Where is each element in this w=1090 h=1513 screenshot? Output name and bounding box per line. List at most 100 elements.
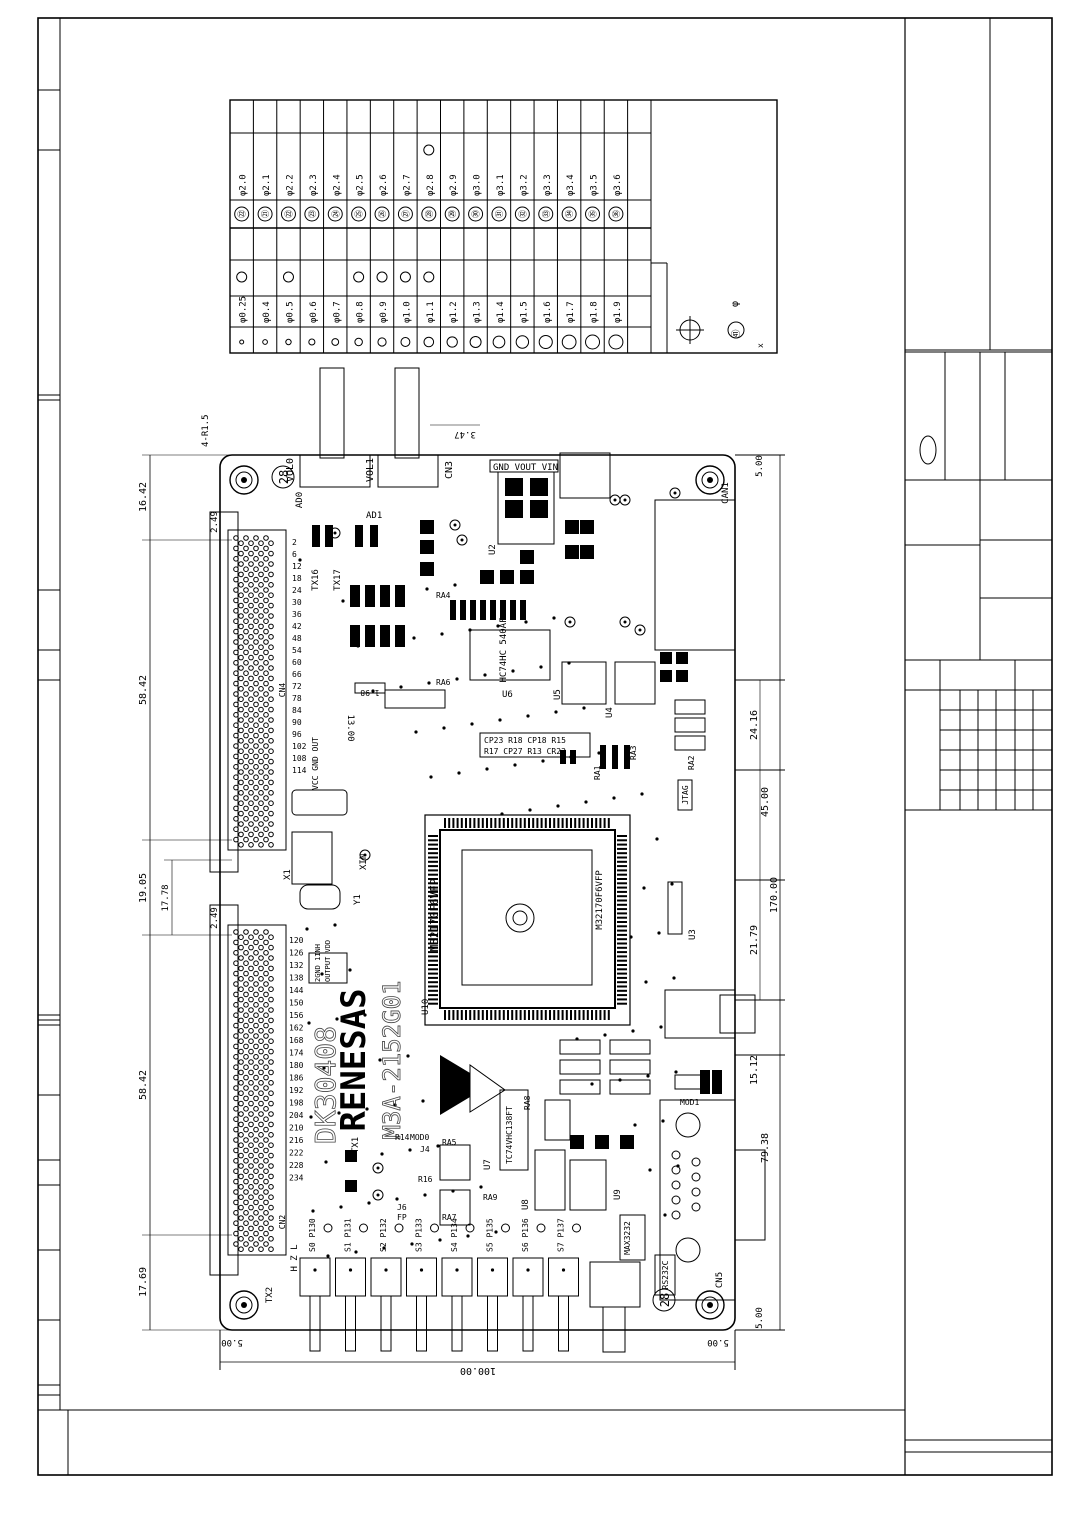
mcu-pin — [428, 912, 438, 915]
switch-testpoint-icon — [323, 1223, 333, 1233]
mcu-pin — [519, 818, 522, 828]
smd-component — [595, 1135, 609, 1149]
drill-symbol-icon — [515, 335, 530, 349]
header-pin — [238, 842, 244, 848]
mcu-pin — [617, 903, 627, 906]
mcu-pin — [473, 1010, 476, 1020]
smd-component — [350, 585, 360, 607]
drill-symbol-icon — [239, 339, 245, 345]
u2-label: U2 — [488, 544, 498, 555]
pcb-board: 28 28 2612182430364248546066727884909610… — [209, 367, 766, 1353]
drill-number: ㉒ — [284, 210, 293, 218]
switch-actuator — [558, 1295, 569, 1352]
header-pin — [263, 1147, 269, 1154]
header-pin — [233, 639, 239, 645]
header-pin — [258, 644, 264, 651]
header-pin — [268, 1028, 274, 1034]
header-pin — [268, 1007, 274, 1013]
header-pin — [258, 634, 264, 640]
header-pin — [253, 1220, 259, 1226]
header-pin — [233, 628, 239, 635]
via — [408, 1148, 412, 1152]
header-pin — [263, 701, 269, 708]
header-pin — [253, 587, 259, 593]
header-pin — [233, 1012, 239, 1019]
drill-number: ㉙ — [448, 210, 457, 218]
pin-number: 36 — [292, 610, 302, 619]
mcu-pin — [502, 1010, 505, 1020]
header-pin — [233, 1199, 239, 1206]
header-pin — [233, 826, 239, 833]
mcu-pin — [617, 929, 627, 932]
header-pin — [263, 556, 269, 562]
header-pin — [253, 836, 259, 843]
header-pin — [268, 644, 274, 651]
header-pin — [268, 1142, 274, 1148]
dim-5-00-right: 5.00 — [707, 1337, 729, 1347]
ad1-label: AD1 — [366, 511, 382, 521]
header-pin — [248, 602, 254, 609]
header-pin — [258, 831, 264, 838]
header-pin — [253, 1126, 259, 1133]
header-pin — [233, 970, 239, 977]
mcu-pin — [553, 1010, 556, 1020]
header-pin — [233, 566, 239, 573]
header-pin — [238, 654, 244, 661]
header-pin — [263, 981, 269, 987]
header-pin — [243, 1002, 249, 1008]
mcu-pin — [519, 1010, 522, 1020]
mcu-pin — [617, 843, 627, 846]
header-pin — [268, 748, 274, 755]
j6-label: J6 — [397, 1203, 407, 1212]
mcu-pin — [490, 818, 493, 828]
mcu-pin — [428, 933, 438, 936]
via — [575, 1037, 579, 1041]
header-pin — [268, 1017, 274, 1024]
smd-component — [380, 585, 390, 607]
dip-switch — [441, 1257, 473, 1297]
mcu-pin — [582, 818, 585, 828]
header-pin — [268, 582, 274, 588]
switch-actuator — [522, 1295, 534, 1352]
header-pin — [253, 576, 259, 583]
ra3-label: RA3 — [629, 745, 638, 760]
switch-actuator — [451, 1295, 463, 1352]
mcu-pin — [536, 1010, 539, 1020]
header-pin — [253, 950, 259, 956]
via — [363, 1013, 367, 1017]
header-pin — [248, 934, 254, 941]
mcu-pin — [523, 818, 526, 828]
via — [642, 886, 646, 890]
pin-number: 12 — [292, 562, 302, 571]
header-pin — [248, 748, 254, 755]
header-pin — [243, 939, 249, 946]
header-pin — [253, 1043, 259, 1050]
via — [425, 587, 429, 591]
header-pin — [243, 545, 249, 552]
header-pin — [268, 623, 274, 630]
header-pin — [233, 680, 239, 687]
mcu-pin — [456, 818, 459, 828]
mcu-pin — [544, 818, 547, 828]
via — [322, 1066, 326, 1070]
header-pin — [243, 618, 249, 625]
header-pin — [268, 727, 274, 734]
header-pin — [263, 950, 269, 956]
drill-number-icon — [234, 206, 250, 222]
header-pin — [243, 1199, 249, 1206]
header-pin — [233, 691, 239, 697]
header-pin — [258, 1215, 264, 1221]
via — [410, 1242, 414, 1246]
pin-number: 132 — [289, 961, 304, 970]
header-pin — [243, 1210, 249, 1216]
header-pin — [268, 602, 274, 609]
header-pin — [233, 939, 239, 946]
header-pin — [233, 795, 239, 801]
mcu-pin — [486, 1010, 488, 1020]
header-pin — [248, 1090, 254, 1096]
dim-100-00: 100.00 — [460, 1365, 496, 1376]
header-pin — [253, 1230, 259, 1237]
smd-outline — [674, 717, 706, 733]
